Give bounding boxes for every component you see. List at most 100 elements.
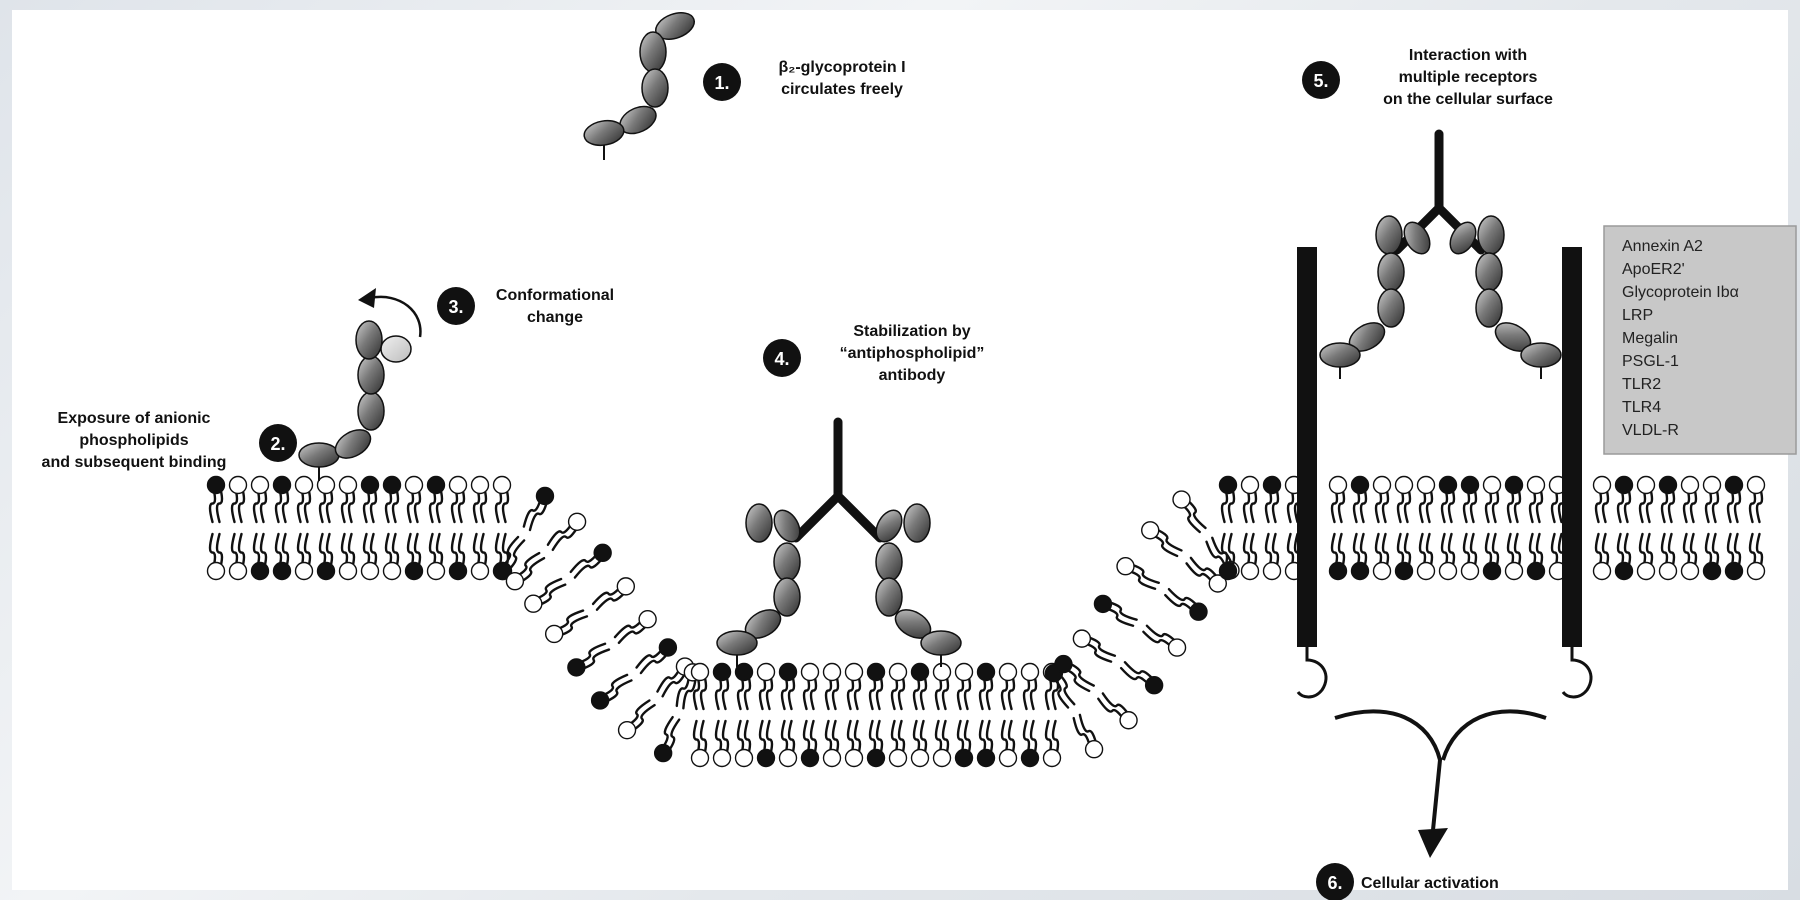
protein-domain xyxy=(904,504,930,542)
phospholipid-head xyxy=(780,664,797,681)
step-2-label-line: and subsequent binding xyxy=(42,454,227,471)
protein-domain xyxy=(1378,289,1404,327)
phospholipid-head xyxy=(506,573,523,590)
phospholipid-head xyxy=(978,664,995,681)
phospholipid-head xyxy=(252,563,269,580)
phospholipid-head xyxy=(714,664,731,681)
receptor-cytoplasmic-tail xyxy=(1298,647,1326,697)
step-5-label-line: multiple receptors xyxy=(1399,69,1538,86)
activation-arrow xyxy=(1443,711,1546,760)
arrowhead xyxy=(1418,828,1448,858)
phospholipid-head xyxy=(1055,656,1072,673)
phospholipid-head xyxy=(868,664,885,681)
phospholipid-head xyxy=(318,563,335,580)
phospholipid-head xyxy=(868,750,885,767)
phospholipid-head xyxy=(296,477,313,494)
phospholipid-head xyxy=(1704,563,1721,580)
step-4-label-line: “antiphospholipid” xyxy=(840,345,985,362)
phospholipid-head xyxy=(1242,477,1259,494)
antibody-fab-arm xyxy=(796,496,838,538)
phospholipid-head xyxy=(824,664,841,681)
phospholipid-head xyxy=(890,750,907,767)
phospholipid-head xyxy=(230,477,247,494)
phospholipid-head xyxy=(208,477,225,494)
phospholipid-head xyxy=(1704,477,1721,494)
step-1-number: 1. xyxy=(714,73,729,93)
phospholipid-head xyxy=(1374,477,1391,494)
receptor-item: Annexin A2 xyxy=(1622,238,1703,255)
phospholipid-head xyxy=(1682,477,1699,494)
phospholipid-head xyxy=(1506,563,1523,580)
protein-domain xyxy=(582,118,626,149)
phospholipid-head xyxy=(252,477,269,494)
phospholipid-head xyxy=(406,563,423,580)
phospholipid-head xyxy=(1594,477,1611,494)
phospholipid-head xyxy=(639,611,656,628)
phospholipid-head xyxy=(1418,477,1435,494)
phospholipid-head xyxy=(692,664,709,681)
phospholipid-head xyxy=(494,477,511,494)
phospholipid-head xyxy=(1169,639,1186,656)
phospholipid-head xyxy=(1682,563,1699,580)
phospholipid-head xyxy=(1462,477,1479,494)
protein-domain xyxy=(1521,343,1561,367)
phospholipid-head xyxy=(1073,630,1090,647)
phospholipid-head xyxy=(1000,750,1017,767)
phospholipid-head xyxy=(1748,477,1765,494)
phospholipid-head xyxy=(978,750,995,767)
phospholipid-head xyxy=(780,750,797,767)
phospholipid-head xyxy=(362,563,379,580)
phospholipid-head xyxy=(546,625,563,642)
phospholipid-head xyxy=(1044,750,1061,767)
phospholipid-head xyxy=(1484,563,1501,580)
protein-domain xyxy=(642,69,668,107)
phospholipid-head xyxy=(1264,477,1281,494)
phospholipid-head xyxy=(384,563,401,580)
phospholipid-head xyxy=(1726,477,1743,494)
protein-domain xyxy=(299,443,339,467)
protein-domain xyxy=(358,392,384,430)
protein-domain xyxy=(921,631,961,655)
phospholipid-head xyxy=(1094,595,1111,612)
phospholipid-head xyxy=(1352,477,1369,494)
protein-domain xyxy=(876,543,902,581)
phospholipid-head xyxy=(1616,563,1633,580)
phospholipid-head xyxy=(1142,522,1159,539)
phospholipid-head xyxy=(912,750,929,767)
protein-domain xyxy=(774,578,800,616)
domain-v-light xyxy=(381,336,411,362)
phospholipid-head xyxy=(362,477,379,494)
phospholipid-head xyxy=(472,477,489,494)
protein-domain xyxy=(1399,218,1435,258)
receptor-item: LRP xyxy=(1622,307,1653,324)
phospholipid-head xyxy=(1506,477,1523,494)
phospholipid-head xyxy=(736,664,753,681)
step-1-label-line: circulates freely xyxy=(781,81,903,98)
antibody-fab-arm xyxy=(838,496,880,538)
phospholipid-head xyxy=(318,477,335,494)
phospholipid-head xyxy=(1374,563,1391,580)
phospholipid-head xyxy=(1120,712,1137,729)
phospholipid-head xyxy=(956,750,973,767)
phospholipid-head xyxy=(758,664,775,681)
protein-domain xyxy=(746,504,772,542)
phospholipid-head xyxy=(1396,563,1413,580)
phospholipid-head xyxy=(406,477,423,494)
step-5-number: 5. xyxy=(1313,71,1328,91)
step-2-label-line: phospholipids xyxy=(79,432,188,449)
protein-domain xyxy=(1476,289,1502,327)
receptor-item: TLR4 xyxy=(1622,399,1661,416)
receptor-item: Megalin xyxy=(1622,330,1678,347)
phospholipid-head xyxy=(525,595,542,612)
phospholipid-head xyxy=(692,750,709,767)
phospholipid-head xyxy=(1528,477,1545,494)
phospholipid-head xyxy=(1190,603,1207,620)
phospholipid-head xyxy=(736,750,753,767)
step-4-number: 4. xyxy=(774,349,789,369)
phospholipid-head xyxy=(1173,491,1190,508)
phospholipid-head xyxy=(824,750,841,767)
phospholipid-head xyxy=(802,664,819,681)
phospholipid-head xyxy=(1396,477,1413,494)
